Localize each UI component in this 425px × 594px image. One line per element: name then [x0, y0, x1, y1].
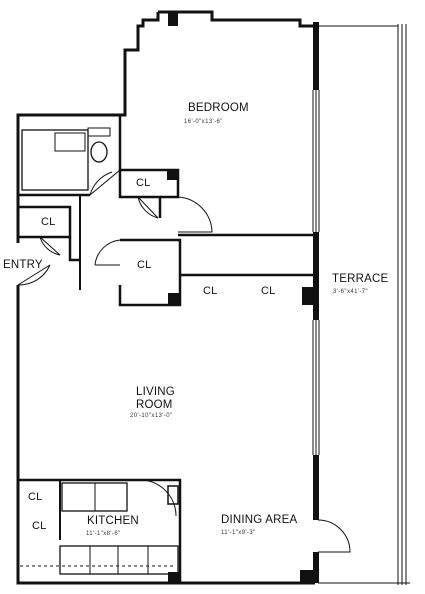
- walls: [16, 10, 410, 585]
- kitchen-door: [139, 479, 177, 517]
- columns: [167, 12, 316, 583]
- living-room-label-2: ROOM: [136, 399, 173, 411]
- dining-area-dimensions: 11'-1"x9'-3": [221, 530, 256, 536]
- closet-label-kitchen-top: CL: [28, 491, 43, 503]
- bathtub-inner: [54, 132, 86, 152]
- outer-wall: [16, 12, 160, 243]
- closet-label-hall-2: CL: [261, 285, 276, 297]
- bathtub: [21, 129, 89, 191]
- bedroom-dimensions: 16'-0"x13'-6": [184, 119, 223, 125]
- kitchen-label: KITCHEN: [87, 515, 139, 527]
- closet-label-entry: CL: [41, 216, 56, 228]
- entry-closet-door: [39, 236, 61, 256]
- kitchen-counter-bottom: [59, 545, 179, 575]
- toilet-bowl: [90, 141, 108, 163]
- east-windows: [312, 90, 320, 455]
- refrigerator: [167, 485, 179, 505]
- closet-label-kitchen: CL: [32, 520, 47, 532]
- terrace-dimensions: 3'-6"x41'-7": [333, 289, 369, 295]
- terrace-railing: [318, 24, 410, 585]
- bedroom-door: [177, 196, 213, 233]
- bath-door: [89, 169, 121, 196]
- closet-label-bedroom: CL: [136, 177, 151, 189]
- corridor-wall: [68, 237, 80, 262]
- living-room-label-1: LIVING: [136, 386, 175, 398]
- bedroom-south-wall: [118, 170, 162, 218]
- doors: [17, 169, 351, 553]
- living-closet-door: [94, 239, 121, 266]
- dining-area-label: DINING AREA: [221, 514, 298, 526]
- entry-door: [17, 264, 51, 286]
- closet-label-hall-1: CL: [203, 285, 218, 297]
- outer-wall-north: [158, 10, 316, 28]
- bedroom-label: BEDROOM: [188, 102, 249, 114]
- outer-wall-west-lower: [16, 285, 315, 585]
- entry-label: ENTRY: [3, 259, 43, 271]
- closet-label-living: CL: [137, 259, 152, 271]
- bedroom-closet-door: [137, 196, 159, 219]
- toilet-tank: [87, 127, 111, 137]
- terrace-label: TERRACE: [332, 273, 389, 285]
- bedroom-south-wall-2: [120, 168, 180, 199]
- living-room-dimensions: 20'-10"x13'-0": [130, 413, 173, 419]
- terrace-door: [317, 519, 351, 553]
- entry-closet: [16, 205, 72, 239]
- kitchen-dimensions: 11'-1"x8'-6": [86, 531, 121, 537]
- kitchen-wall: [18, 478, 182, 583]
